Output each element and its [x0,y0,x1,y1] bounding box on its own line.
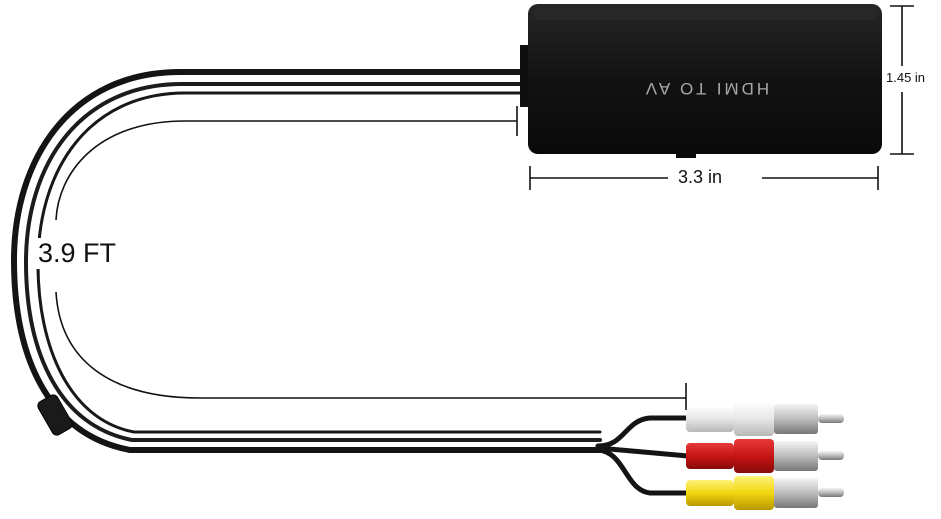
white-rca-plug [686,402,844,436]
height-label: 1.45 in [885,68,927,87]
cable-split [595,415,691,496]
dimension-lines [55,5,914,410]
red-rca-plug [686,439,844,473]
cable-sleeve [37,394,73,436]
device-label: HDMI TO AV [642,79,770,98]
cable-length-label: 3.9 FT [34,238,121,269]
yellow-rca-plug [686,476,844,510]
width-label: 3.3 in [672,167,729,188]
adapter-box [520,4,882,158]
